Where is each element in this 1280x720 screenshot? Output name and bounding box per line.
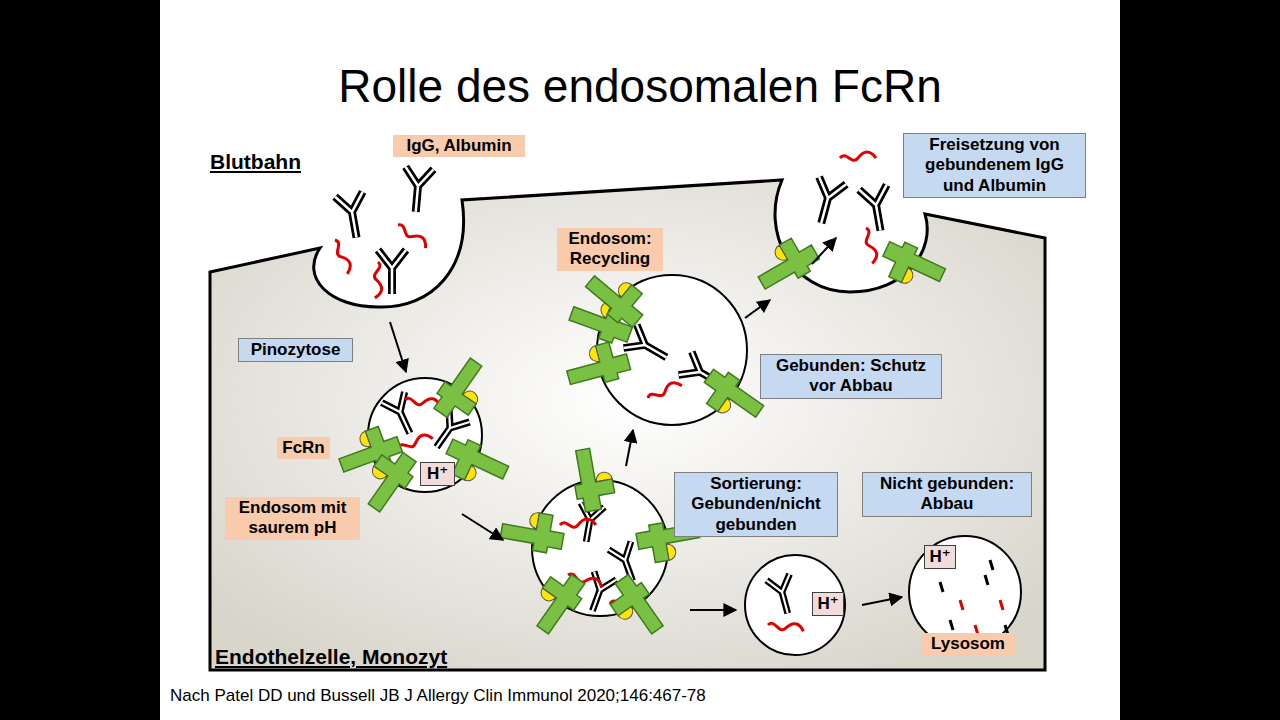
igg-antibody: [335, 192, 370, 240]
region-label: Endothelzelle, Monozyt: [215, 645, 447, 669]
fcrn-receptor: [581, 263, 653, 332]
box-text: H⁺: [927, 547, 953, 567]
process-arrow: [690, 609, 736, 611]
fragment: [940, 582, 943, 592]
box-text: Gebunden: Schutz vor Abbau: [765, 356, 937, 397]
albumin: [864, 227, 878, 264]
endosome-circle: [745, 555, 845, 655]
fcrn-receptor: [499, 507, 567, 555]
albumin: [373, 262, 384, 299]
part-label-box: IgG, Albumin: [393, 135, 525, 157]
fcrn-receptor: [569, 445, 617, 513]
step-box: Freisetzung von gebundenem IgG und Album…: [903, 133, 1086, 198]
igg-antibody: [382, 392, 422, 439]
igg-antibody: [402, 167, 434, 213]
proton-box: H⁺: [924, 545, 956, 569]
fragment: [1000, 600, 1003, 610]
albumin: [396, 433, 433, 450]
fcrn-receptor: [602, 571, 669, 644]
box-text: Freisetzung von gebundenem IgG und Album…: [908, 135, 1081, 196]
fragment: [950, 620, 953, 630]
fragment: [990, 560, 993, 570]
box-text: H⁺: [423, 464, 452, 484]
albumin: [397, 220, 430, 250]
proton-box: H⁺: [812, 592, 844, 616]
proton-box: H⁺: [420, 462, 455, 486]
fcrn-receptor: [876, 236, 948, 297]
box-text: Sortierung: Gebunden/nicht gebunden: [679, 474, 833, 535]
fragment: [960, 600, 963, 610]
fcrn-receptor: [354, 443, 421, 516]
igg-antibody: [581, 572, 616, 615]
step-box: Nicht gebunden: Abbau: [862, 472, 1032, 517]
process-arrow: [390, 322, 406, 372]
albumin: [646, 380, 683, 400]
fcrn-receptor: [523, 565, 590, 638]
endosome-circle: [909, 536, 1021, 648]
albumin: [560, 519, 596, 527]
part-label-box: FcRn: [277, 437, 330, 459]
step-box: Pinozytose: [238, 338, 353, 362]
fcrn-receptor: [695, 364, 768, 431]
step-box: Sortierung: Gebunden/nicht gebunden: [674, 472, 838, 537]
molecules: [333, 152, 1008, 644]
box-text: H⁺: [815, 594, 841, 614]
box-text: Endosom mit saurem pH: [229, 498, 356, 539]
process-arrow: [745, 300, 770, 318]
albumin: [333, 238, 353, 275]
part-label-box: Lysosom: [921, 633, 1015, 655]
box-text: Lysosom: [925, 634, 1011, 654]
region-label: Blutbahn: [210, 150, 301, 174]
part-label-box: Endosom mit saurem pH: [225, 497, 360, 540]
slide-title: Rolle des endosomalen FcRn: [0, 60, 1280, 113]
fcrn-receptor: [562, 338, 632, 391]
igg-antibody: [808, 177, 846, 227]
fcrn-receptor: [429, 354, 496, 427]
albumin: [840, 152, 876, 160]
process-arrow: [812, 238, 836, 264]
albumin: [768, 619, 805, 633]
box-text: Pinozytose: [243, 340, 348, 360]
part-label-box: Endosom: Recycling: [557, 228, 663, 271]
process-arrow: [462, 514, 503, 540]
box-text: IgG, Albumin: [397, 136, 521, 156]
igg-antibody: [767, 574, 800, 616]
box-text: FcRn: [281, 438, 326, 458]
step-box: Gebunden: Schutz vor Abbau: [760, 354, 942, 399]
box-text: Nicht gebunden: Abbau: [867, 474, 1027, 515]
igg-antibody: [859, 185, 894, 233]
source-caption: Nach Patel DD und Bussell JB J Allergy C…: [170, 686, 706, 706]
process-arrow: [862, 597, 902, 605]
box-text: Endosom: Recycling: [561, 229, 659, 270]
cell-membrane: [210, 180, 1045, 670]
fragment: [985, 575, 988, 585]
process-arrow: [626, 430, 633, 466]
